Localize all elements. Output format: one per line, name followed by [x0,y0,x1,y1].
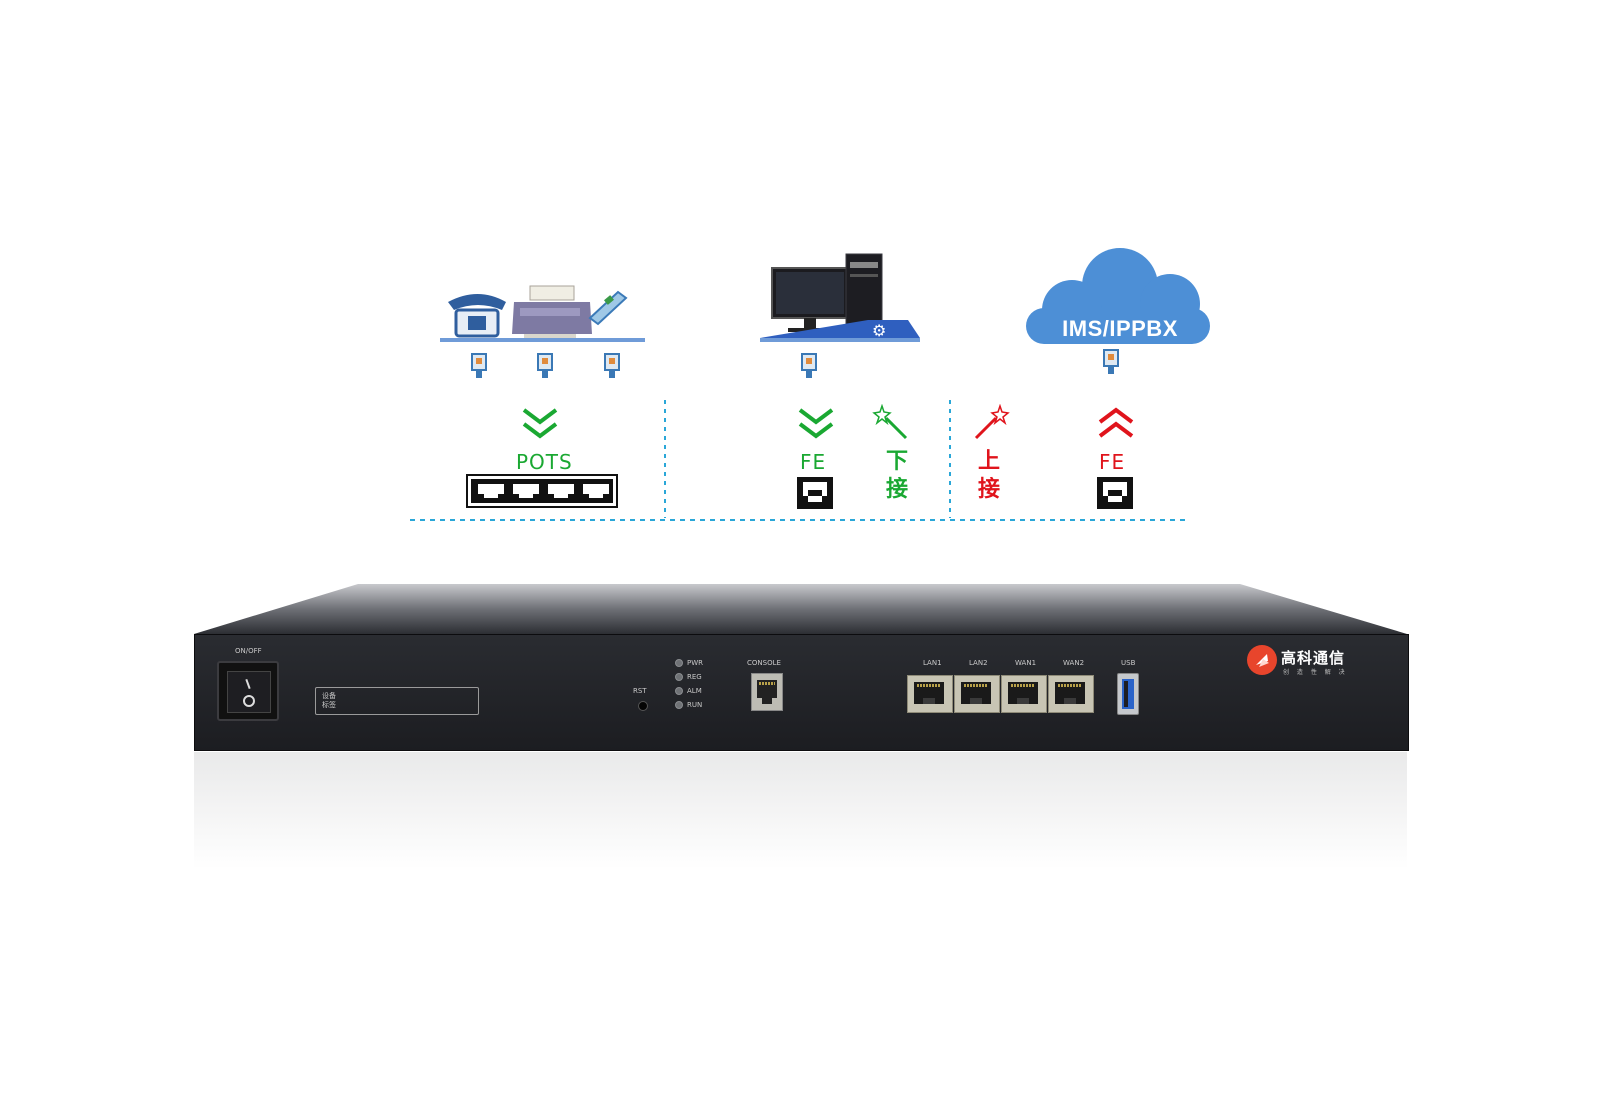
pots-label: POTS [516,450,573,474]
diagram-dividers [410,400,1190,521]
led-run: RUN [675,701,702,709]
ims-cloud [1026,248,1210,374]
led-pwr: PWR [675,659,703,667]
brand-slogan: 创 造 性 解 决 [1283,669,1348,676]
fe-uplink-label: FE [1099,450,1126,474]
pots-bus-line [440,338,645,342]
magic-wand-icon [872,404,908,440]
fe-downlink-label: FE [800,450,827,474]
led-icon [675,659,683,667]
gear-icon: ⚙ [872,321,886,340]
pc-terminal-group: ⚙ [760,253,920,378]
phone-jack-icon [471,353,620,378]
uplink-char-2: 接 [977,477,1000,502]
fe-port-downlink-icon [797,477,833,509]
uplink-char-1: 上 [977,449,1000,474]
device-tag-text-2: 标签 [322,701,336,709]
port-label-wan1: WAN1 [1015,659,1037,667]
led-alm: ALM [675,687,702,695]
reset-label: RST [633,687,647,695]
led-label: ALM [687,687,702,695]
device-top-cover [194,584,1407,634]
device-reflection [194,752,1407,870]
brand-logo-icon [1247,645,1277,675]
downlink-char-2: 接 [885,477,908,502]
power-switch[interactable] [217,661,279,721]
network-settings-icon [760,320,920,338]
lan2-port[interactable] [954,675,1000,713]
device-tag-area: 设备 标签 [315,687,479,715]
usb-port[interactable] [1117,673,1139,715]
device-tag-text-1: 设备 [322,692,336,700]
telephone-icon [448,294,506,338]
wan1-port[interactable] [1001,675,1047,713]
wan2-port[interactable] [1048,675,1094,713]
brand-mark-icon [1256,654,1269,667]
fax-machine-icon [512,285,592,340]
network-jack-icon [1103,349,1119,374]
fe-port-uplink-icon [1097,477,1133,509]
port-label-lan1: LAN1 [923,659,942,667]
down-chevron-icon [522,408,558,439]
led-label: REG [687,673,702,681]
network-jack-icon [801,353,817,378]
lan1-port[interactable] [907,675,953,713]
led-icon [675,701,683,709]
led-label: RUN [687,701,703,709]
pots-port-block-icon [466,474,618,508]
magic-wand-icon [974,404,1010,440]
downlink-char-1: 下 [885,449,908,474]
brand-name: 高科通信 [1281,649,1346,667]
led-icon [675,673,683,681]
pots-terminals-group [440,285,645,378]
card-terminal-icon [588,290,628,326]
cloud-icon [1026,248,1210,344]
computer-icon [771,253,883,335]
console-label: CONSOLE [747,659,781,667]
console-port[interactable] [751,673,783,711]
port-label-wan2: WAN2 [1063,659,1085,667]
port-label-lan2: LAN2 [969,659,988,667]
usb-label: USB [1121,659,1136,667]
led-label: PWR [687,659,704,667]
pc-bus-line [760,338,920,342]
reset-button[interactable] [638,701,648,711]
cloud-label: IMS/IPPBX [1062,316,1178,341]
led-reg: REG [675,673,702,681]
device-front-panel: ON/OFF 设备 标签 RST PWR REG ALM RUN CONSOLE… [194,634,1409,751]
down-chevron-icon [798,408,834,439]
up-chevron-icon [1098,407,1134,438]
led-icon [675,687,683,695]
power-switch-label: ON/OFF [235,647,262,655]
